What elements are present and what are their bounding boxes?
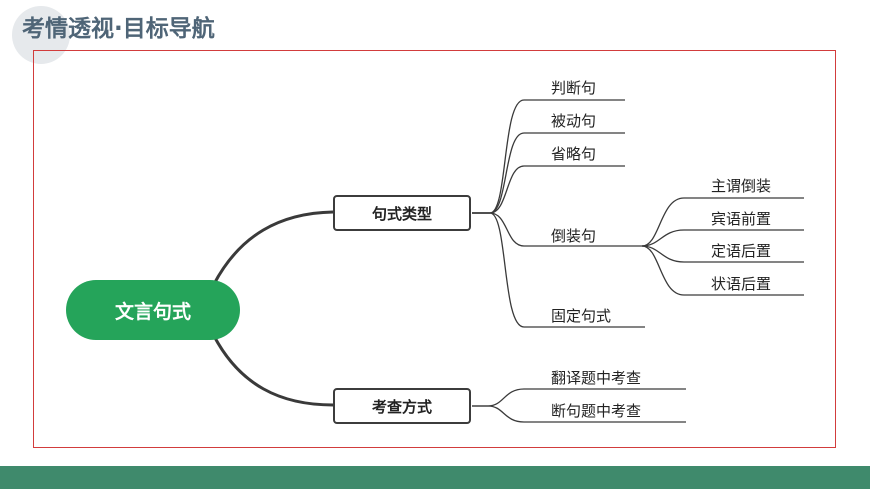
leaf-guding: 固定句式 [551, 307, 612, 325]
header-decoration-circle [12, 6, 70, 64]
connector-binyu [641, 229, 804, 247]
root-to-exam-connector [212, 335, 334, 407]
branch-sentence-types: 句式类型 [333, 195, 471, 231]
leaf-fanyi: 翻译题中考查 [551, 369, 642, 387]
root-node: 文言句式 [66, 280, 240, 340]
leaf-daozhuang: 倒装句 [551, 227, 597, 245]
footer-bar [0, 466, 870, 489]
leaf-zhuwei: 主谓倒装 [711, 177, 772, 195]
connector-duanju [472, 405, 686, 423]
leaf-dingyu: 定语后置 [711, 242, 772, 260]
page-title: 考情透视·目标导航 [22, 16, 215, 42]
leaf-shenglue: 省略句 [551, 145, 597, 163]
leaf-beidong: 被动句 [551, 112, 597, 130]
connector-dingyu [641, 245, 804, 263]
connector-zhuangyu [641, 245, 804, 296]
leaf-zhuangyu: 状语后置 [711, 275, 772, 293]
diagram-frame [33, 50, 836, 448]
leaf-panduan: 判断句 [551, 79, 597, 97]
leaf-binyu: 宾语前置 [711, 210, 772, 228]
root-to-types-connector [212, 210, 334, 285]
leaf-duanju: 断句题中考查 [551, 402, 642, 420]
branch-exam-methods: 考查方式 [333, 388, 471, 424]
connector-zhuwei [641, 197, 804, 247]
connector-guding [472, 212, 645, 328]
connector-panduan [472, 99, 625, 214]
connector-beidong [472, 132, 625, 214]
connector-shenglue [472, 165, 625, 214]
